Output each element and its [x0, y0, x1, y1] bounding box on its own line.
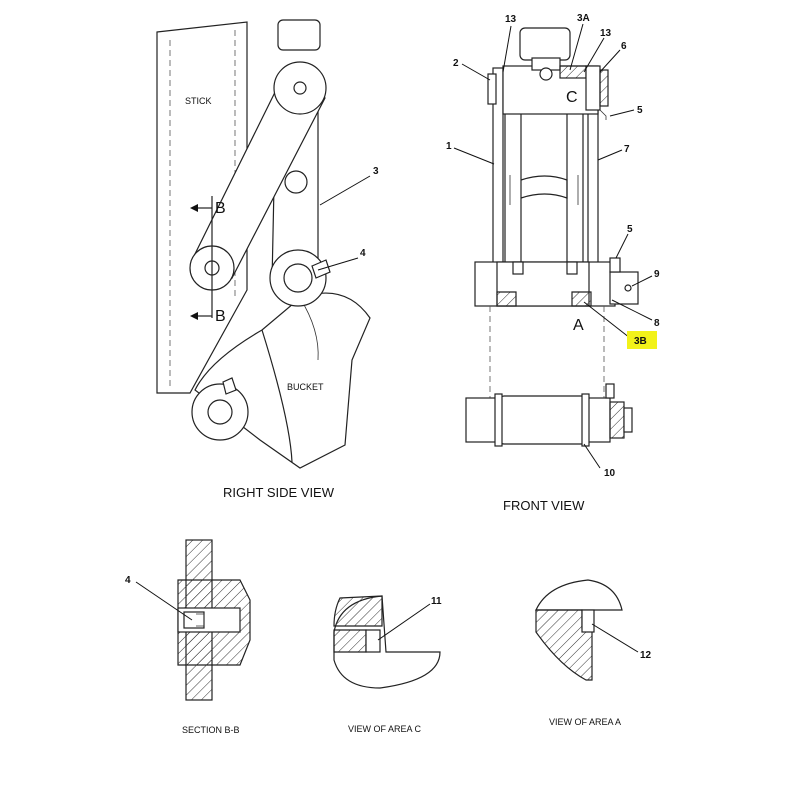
view-area-c: 11 VIEW OF AREA C: [333, 595, 442, 734]
callout-10: 10: [604, 468, 616, 479]
leader-13b: [583, 37, 605, 73]
area-c-title: VIEW OF AREA C: [348, 724, 422, 734]
area-c-label: C: [566, 89, 578, 106]
top-pin: [293, 81, 307, 95]
bucket-pin: [207, 399, 233, 425]
right-side-view-title: RIGHT SIDE VIEW: [223, 485, 335, 500]
area-c-lower-hatch: [333, 629, 367, 653]
area-a-label: A: [573, 317, 584, 334]
front-top-pin: [539, 67, 553, 81]
section-b-b: 4 SECTION B-B: [125, 539, 251, 735]
pin-end-2: [487, 73, 497, 105]
stick-outline: [156, 21, 248, 394]
callout-11: 11: [431, 596, 442, 607]
seal-11: [365, 629, 381, 653]
leader-1: [453, 147, 495, 165]
callout-1: 1: [446, 141, 452, 152]
middle-tube: [520, 175, 568, 199]
bucket-edge: [261, 329, 293, 463]
callout-5b: 5: [627, 224, 633, 235]
section-bb-title: SECTION B-B: [182, 725, 240, 735]
collar-9: [609, 271, 639, 305]
callout-3b: 3B: [634, 336, 647, 347]
seal-right-3b: [571, 291, 592, 307]
leader-3a: [569, 23, 584, 71]
bolt-5-top: [599, 109, 607, 120]
right-side-view: B B STICK BUCKET 3 4 RIGHT SIDE VIEW: [156, 19, 379, 500]
callout-5a: 5: [637, 105, 643, 116]
bucket-edge-inner: [299, 297, 319, 361]
spacer-right: [566, 261, 578, 275]
callout-8: 8: [654, 318, 660, 329]
seal-left: [496, 291, 517, 307]
front-knob: [519, 27, 571, 61]
leader-5a: [609, 109, 635, 117]
leader-10: [583, 443, 601, 469]
area-a-title: VIEW OF AREA A: [549, 717, 621, 727]
callout-9: 9: [654, 269, 660, 280]
view-area-a: 12 VIEW OF AREA A: [535, 579, 652, 727]
leader-4: [317, 257, 359, 271]
leader-7: [597, 149, 623, 161]
collar-hole: [624, 284, 632, 292]
leader-9: [631, 275, 653, 287]
callout-7: 7: [624, 144, 630, 155]
bucket-pin-body: [499, 395, 589, 445]
bolt-5-lower: [609, 257, 621, 273]
nut-6: [599, 69, 609, 107]
leader-5b: [615, 233, 629, 259]
callout-13a: 13: [505, 14, 517, 25]
leader-3b: [583, 301, 631, 339]
leader-11: [377, 603, 431, 641]
stick-label: STICK: [185, 96, 212, 106]
leader-8: [611, 299, 653, 321]
spacer-left: [512, 261, 524, 275]
area-c-upper-hatch: [333, 595, 383, 627]
bucket-pin-cap: [623, 407, 633, 433]
leader-4s: [135, 581, 193, 621]
arrowhead-top: [190, 204, 198, 212]
callout-4: 4: [360, 248, 366, 259]
highlight-3b: [627, 331, 657, 349]
link-bar-right: [566, 109, 584, 271]
leader-3: [319, 175, 371, 206]
callout-12: 12: [640, 650, 652, 661]
washer-6: [585, 65, 601, 111]
lower-pin: [283, 263, 313, 293]
oring-10: [581, 393, 590, 447]
link-hole: [284, 170, 308, 194]
callout-3a: 3A: [577, 13, 590, 24]
callout-13b: 13: [600, 28, 612, 39]
leader-13a: [502, 25, 512, 73]
leader-12: [591, 623, 639, 653]
seal-12: [581, 609, 595, 633]
front-view-title: FRONT VIEW: [503, 498, 585, 513]
link-bar-left: [504, 109, 522, 271]
callout-2: 2: [453, 58, 459, 69]
bucket-pin-bolt: [605, 383, 615, 399]
bucket-pin-nut: [609, 401, 625, 439]
arrowhead-bottom: [190, 312, 198, 320]
callout-3: 3: [373, 166, 379, 177]
bucket-label: BUCKET: [287, 382, 324, 392]
section-mark-bottom: B: [215, 308, 226, 325]
callout-4s: 4: [125, 575, 131, 586]
fitting-detail: [196, 613, 205, 627]
callout-6: 6: [621, 41, 627, 52]
shim-3a: [559, 65, 587, 79]
top-knob: [277, 19, 321, 51]
leader-2: [461, 63, 491, 81]
leader-6: [599, 49, 621, 73]
bucket-grease-fitting: [222, 377, 237, 395]
section-mark-top: B: [215, 200, 226, 217]
area-a-top: [535, 579, 623, 611]
front-view: C A 13 3A 13 6 2: [446, 13, 660, 513]
oring-left: [494, 393, 503, 447]
